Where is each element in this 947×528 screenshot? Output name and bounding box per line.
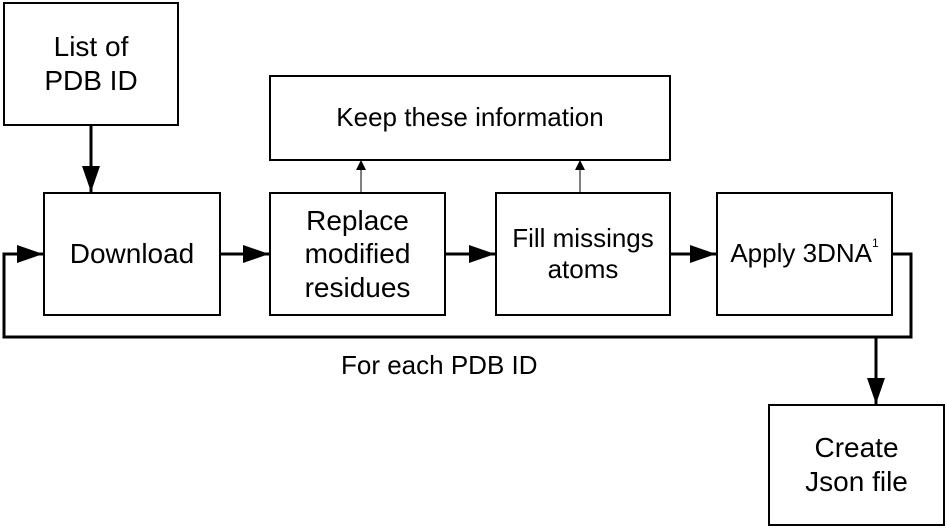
loop-label: For each PDB ID (341, 350, 538, 380)
keep-information-box: Keep these information (269, 75, 671, 161)
create-json-file-box: Create Json file (768, 404, 945, 526)
replace-box-line-1: Replace (306, 204, 409, 236)
fill-box-line-2: atoms (547, 254, 619, 284)
keep-information-label: Keep these information (336, 102, 604, 133)
apply-3dna-text: Apply 3DNA (730, 238, 872, 269)
replace-box-line-3: residues (304, 271, 411, 303)
apply-3dna-label: Apply 3DNA1 (730, 236, 879, 269)
download-label: Download (69, 238, 195, 270)
apply-3dna-box: Apply 3DNA1 (716, 192, 893, 316)
fill-missing-atoms-box: Fill missings atoms (495, 192, 671, 316)
json-box-line-2: Json file (805, 466, 908, 497)
loop-back-connector (2, 245, 913, 339)
replace-box-line-2: modified (304, 238, 411, 270)
list-box-line-2: PDB ID (44, 65, 138, 96)
apply-3dna-footnote-mark: 1 (871, 236, 879, 251)
list-box-line-1: List of (53, 31, 129, 63)
json-box-line-1: Create (814, 432, 899, 464)
list-of-pdb-id-box: List of PDB ID (3, 2, 179, 126)
download-box: Download (43, 192, 221, 316)
replace-modified-residues-box: Replace modified residues (269, 192, 446, 316)
fill-box-line-1: Fill missings (512, 222, 654, 253)
